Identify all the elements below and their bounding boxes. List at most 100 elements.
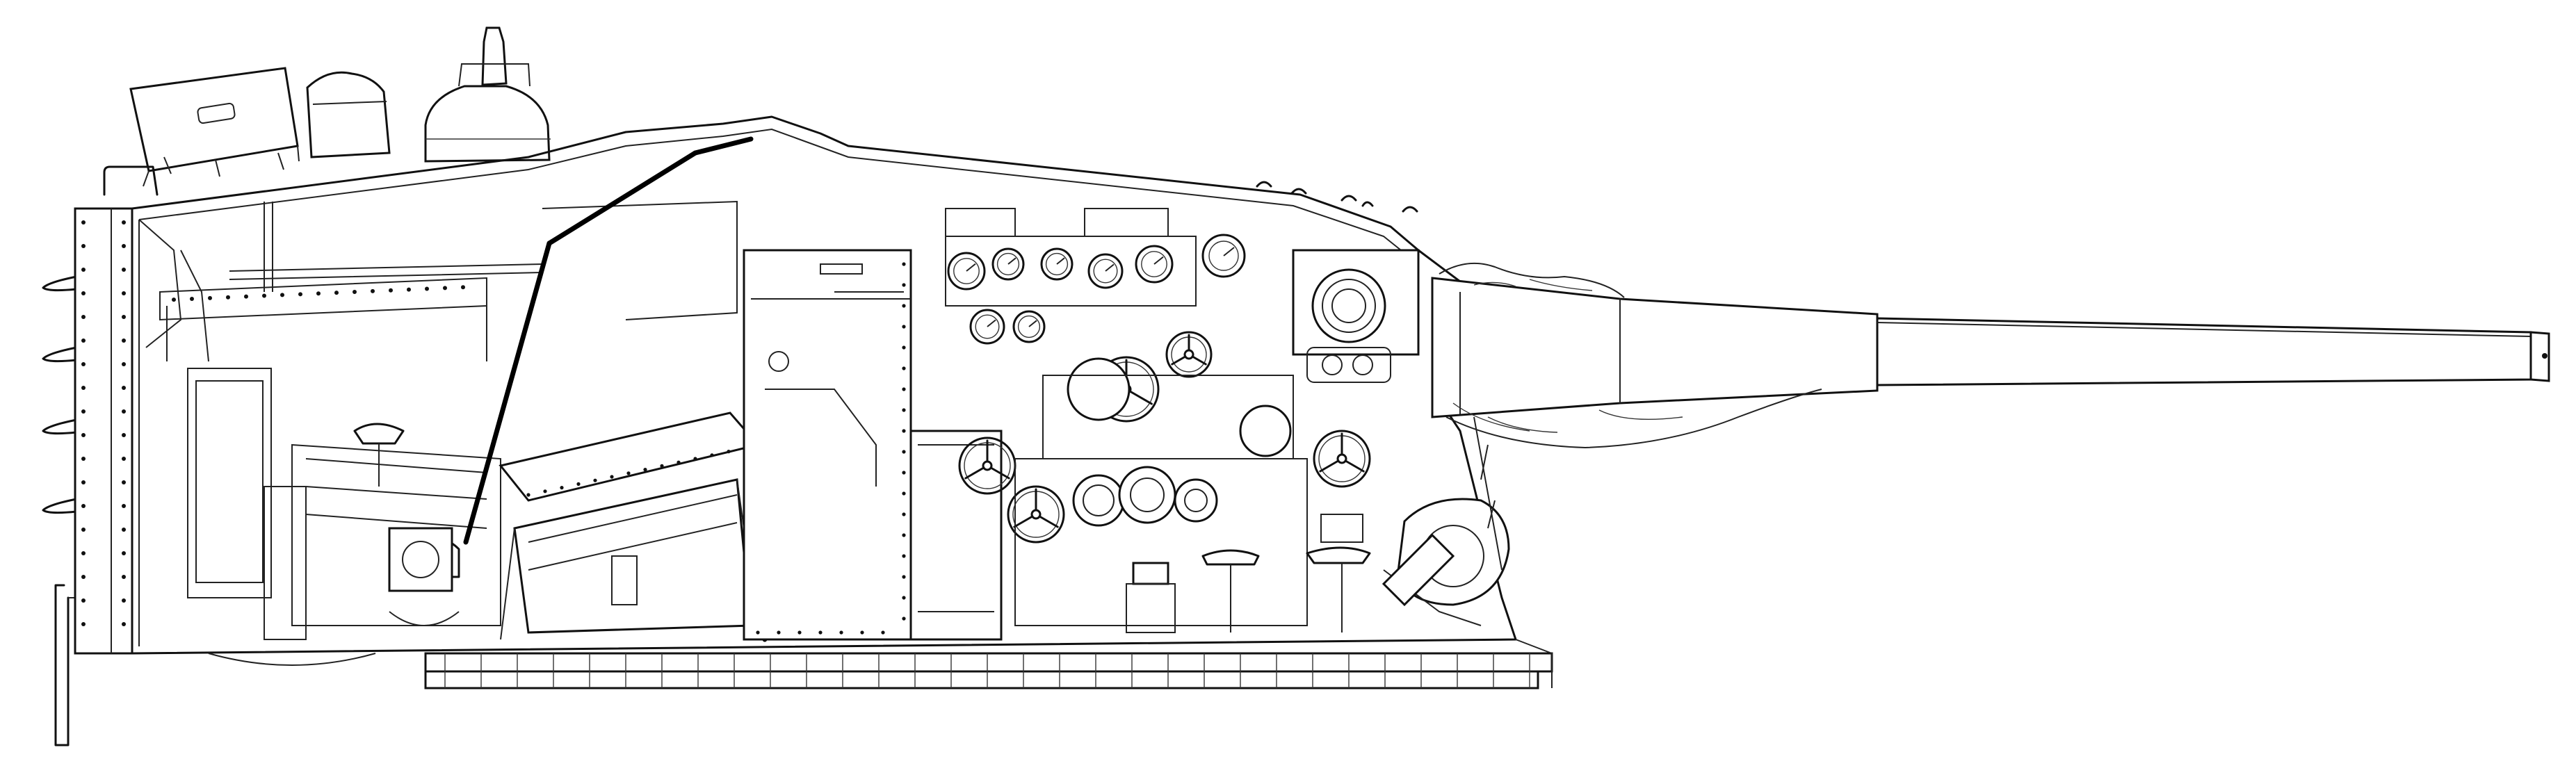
rivet [902,283,906,287]
rivet [727,450,731,454]
rivet [902,325,906,329]
rivet [902,533,906,537]
trunnion-cradle [1382,498,1510,626]
handwheel-icon [1313,430,1371,488]
rivet [244,294,248,299]
rivet [902,304,906,308]
rivet [122,433,126,437]
rivet [122,268,126,272]
rivet [902,512,906,516]
rivet [190,297,194,302]
ventilator-cupola [424,26,551,163]
dial-gauge-face [1208,240,1239,271]
dial-gauge-needle [1028,320,1037,327]
rivet [902,450,906,454]
rivet [543,489,547,493]
rear-guard-rail [103,152,284,196]
rear-armor-plate [74,207,133,655]
dial-gauge-needle [1007,257,1016,265]
dial-gauge-face [1141,251,1167,277]
rivet [818,630,823,635]
rivet [560,486,564,490]
side-console-rear [138,219,209,362]
rivet [660,464,664,468]
rivet [122,338,126,343]
rivet [643,468,647,472]
handwheel-hub [1030,509,1042,520]
rivet [81,386,86,390]
handwheel-icon [1165,331,1213,378]
rear-handrail-rungs [42,275,78,514]
dial-gauge-face [953,258,980,284]
turret-outline [131,115,1517,655]
piping-upper-rear [229,200,738,320]
rivet [172,297,176,302]
dial-gauge-face [1045,252,1069,276]
rivet [610,475,614,479]
rivet [677,460,681,464]
rangefinder-hood [129,67,300,187]
rivet [81,504,86,508]
handwheel-hub [1336,453,1347,464]
dial-gauge-needle [1056,257,1065,265]
rivet [122,409,126,414]
rivet [902,617,906,621]
dial-gauge-face [1093,259,1118,284]
rivet [626,471,631,475]
rivet [443,286,447,291]
handwheel-rim [1165,331,1213,378]
rivet [122,457,126,461]
handwheel-hub [982,460,993,471]
rivet [839,630,843,635]
rivet [81,268,86,272]
dial-gauge-face [996,252,1020,276]
rivet [902,471,906,475]
rivet [122,622,126,626]
rivet [902,345,906,350]
rivet [122,504,126,508]
rivet [526,493,530,497]
rivet [122,291,126,295]
rivet [122,598,126,603]
rivet [262,293,266,298]
rivet [81,362,86,366]
rivet [576,482,581,487]
rivet [389,288,393,293]
rivet [208,295,212,300]
turret-base-ring [424,639,1553,689]
rivet [81,480,86,484]
gun-barrel [1431,277,2550,418]
rivet [902,554,906,558]
rivet [902,408,906,412]
handwheel-rim [1007,485,1065,544]
rivet [902,366,906,370]
dial-gauge-needle [1105,263,1115,272]
rivet [756,630,760,635]
handwheel-icon [1007,485,1065,544]
rivet [122,244,126,248]
loading-tray-assembly [499,411,760,640]
dial-gauge-face [1017,315,1041,338]
rivet [334,291,339,295]
rivet [81,244,86,248]
rivet [593,478,597,482]
rivet [902,575,906,579]
dial-gauge-needle [966,263,976,272]
rivet [122,528,126,532]
rivet [461,285,465,290]
rivet [280,293,284,297]
rivet [81,551,86,555]
ammo-hoist-frame [291,443,501,626]
rivet [881,630,885,635]
handwheel-rim [1313,430,1371,488]
rivet [122,480,126,484]
rivet [81,220,86,225]
rivet [407,287,411,292]
rivet [81,575,86,579]
rivet [81,457,86,461]
roof-lifting-eyes [1256,181,1418,213]
rivet [693,457,697,461]
rivet [81,291,86,295]
rivet [122,551,126,555]
